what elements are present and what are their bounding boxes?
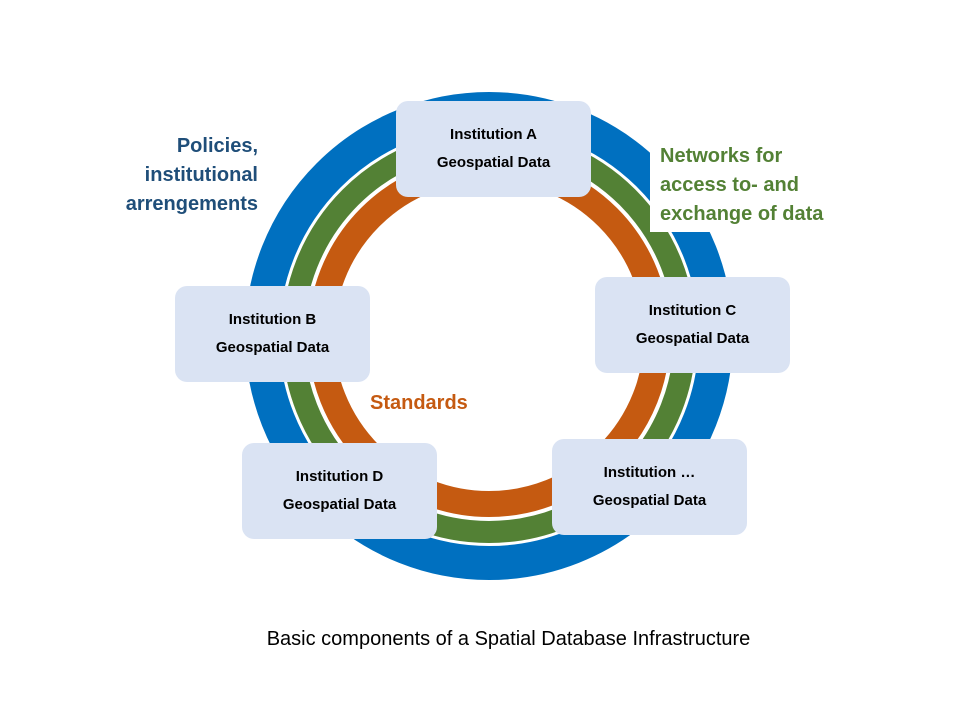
policies-label-line: Policies,: [176, 135, 258, 157]
institution-data: Geospatial Data: [215, 339, 330, 356]
institution-data: Geospatial Data: [635, 330, 750, 347]
policies-label-line: institutional: [144, 164, 258, 186]
networks-label: Networks for access to- and exchange of …: [650, 141, 850, 232]
institution-name: Institution D: [295, 468, 384, 485]
institution-name: Institution C: [648, 302, 737, 319]
institution-c-box: Institution C Geospatial Data: [595, 277, 790, 373]
diagram-caption: Basic components of a Spatial Database I…: [266, 628, 751, 650]
standards-label: Standards: [370, 392, 468, 414]
networks-label-line: exchange of data: [660, 203, 824, 225]
institution-b-box: Institution B Geospatial Data: [175, 286, 370, 382]
networks-label-line: access to- and: [660, 174, 799, 196]
institution-other-box: Institution … Geospatial Data: [552, 439, 747, 535]
policies-label-line: arrengements: [125, 193, 258, 215]
institution-data: Geospatial Data: [282, 496, 397, 513]
institution-d-box: Institution D Geospatial Data: [242, 443, 437, 539]
institution-data: Geospatial Data: [436, 154, 551, 171]
policies-label: Policies, institutional arrengements: [100, 132, 258, 219]
institution-data: Geospatial Data: [592, 492, 707, 509]
institution-name: Institution …: [603, 464, 696, 481]
institution-name: Institution B: [228, 311, 317, 328]
networks-label-line: Networks for: [660, 145, 783, 167]
institution-a-box: Institution A Geospatial Data: [396, 101, 591, 197]
institution-name: Institution A: [450, 126, 537, 143]
